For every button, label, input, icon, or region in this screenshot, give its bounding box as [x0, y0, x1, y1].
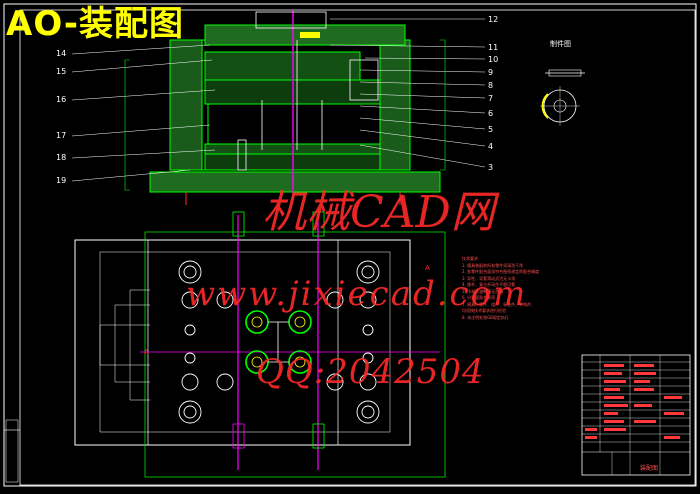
- drawing-title: AO-装配图: [6, 4, 184, 44]
- part-drawing-title: 制件图: [550, 40, 571, 48]
- callout-label: 5: [488, 125, 493, 134]
- callout-label: 18: [56, 153, 66, 162]
- ejector-pin: [237, 139, 247, 171]
- plan-green-outline: [144, 231, 446, 478]
- callout-label: 10: [488, 55, 498, 64]
- callout-label: 12: [488, 15, 498, 24]
- callout-label: 8: [488, 81, 493, 90]
- callout-label: 6: [488, 109, 493, 118]
- svg-text:A: A: [425, 264, 430, 272]
- inner-frame: [19, 9, 696, 486]
- callout-label: 11: [488, 43, 498, 52]
- callout-label: 7: [488, 94, 493, 103]
- left-plate-hatch: [169, 39, 203, 171]
- side-strip: [5, 419, 19, 483]
- tech-note-line: 6. 分型面贴合紧密: [462, 295, 496, 300]
- callout-label: 17: [56, 131, 66, 140]
- svg-text:A: A: [144, 348, 149, 356]
- watermark-url: www.jixiecad.com: [186, 274, 528, 314]
- title-block-label: 装配图: [640, 465, 659, 472]
- callout-label: 4: [488, 142, 493, 151]
- watermark-qq: QQ:2042504: [256, 352, 485, 392]
- tech-note-line: 8. 未注明处按GB规定执行: [462, 314, 509, 320]
- plan-view: A A: [74, 211, 446, 478]
- sheet-border: [3, 3, 697, 487]
- callout-label: 15: [56, 67, 66, 76]
- locating-ring: [255, 11, 327, 29]
- callout-label: 19: [56, 176, 66, 185]
- tech-note-line: 7. 模具、零件、组件、标准件、外购件、: [462, 301, 536, 307]
- callouts: 14 15 16 17 18 19 12 11 10 9 8 7 6 5 4 3: [56, 15, 498, 185]
- callout-label: 16: [56, 95, 66, 104]
- watermark-brand: 机械CAD网: [262, 187, 495, 238]
- guide-holes: [178, 260, 380, 424]
- callout-label: 14: [56, 49, 66, 58]
- tech-note-line: 5. 冷却水道畅通无渗漏: [462, 288, 504, 294]
- callout-label: 3: [488, 163, 493, 172]
- bottom-clamp-plate: [149, 171, 441, 193]
- tech-note-line: 3. 导柱、导套滑动灵活无卡滞: [462, 275, 516, 281]
- ejector-space: [207, 103, 381, 145]
- tech-note-line: 均须按技术要求进行检验: [462, 308, 506, 313]
- title-block: [581, 354, 691, 476]
- tech-note-line: 4. 推杆、复位杆动作平稳可靠: [462, 282, 516, 287]
- technical-requirements: 技术要求 1. 模具装配前所有零件须清洗干净 2. 各零件配合面须符合图纸规定的…: [462, 256, 622, 321]
- part-drawing: [540, 69, 585, 126]
- cavity-plate: [204, 51, 361, 81]
- tech-notes-heading: 技术要求: [462, 256, 478, 261]
- sprue-bushing-mark: [300, 32, 320, 38]
- callout-label: 9: [488, 68, 493, 77]
- tech-note-line: 2. 各零件配合面须符合图纸规定的配合精度: [462, 269, 540, 274]
- plan-outer-plate: [74, 239, 411, 446]
- section-view: [149, 10, 441, 205]
- right-plate-hatch: [379, 39, 411, 171]
- tech-note-line: 1. 模具装配前所有零件须清洗干净: [462, 262, 524, 268]
- leader-lines: [71, 18, 486, 182]
- guide-pillar: [349, 59, 379, 101]
